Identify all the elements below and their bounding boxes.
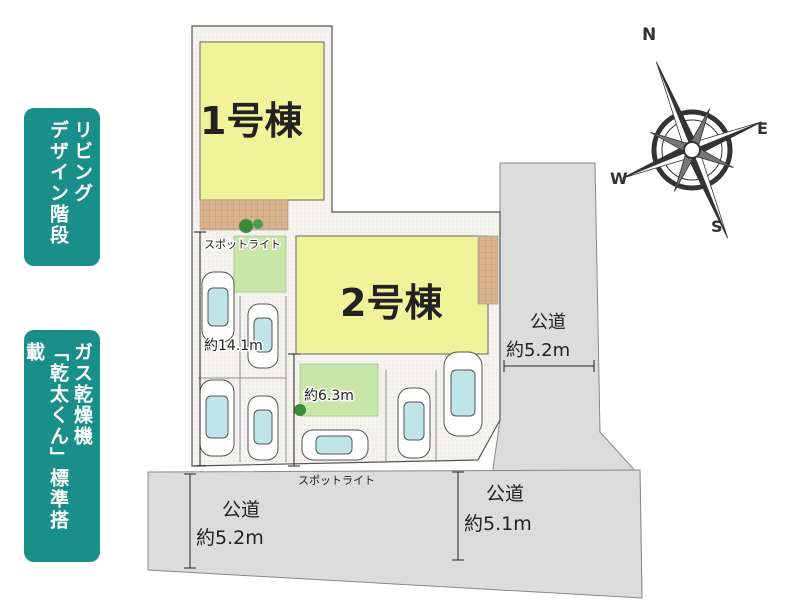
road-south-left-width: 約5.2m (196, 527, 264, 549)
badge-line: デザイン階段 (47, 120, 69, 246)
compass-e-label: E (757, 119, 768, 138)
spotlight-label-bottom: スポットライト (298, 474, 375, 487)
width-label-1: 約14.1m (204, 338, 263, 354)
compass-n-label: N (642, 25, 656, 45)
gas-dryer-badge: ガス乾燥機 「乾太くん」標準搭載 (23, 330, 100, 562)
badge-line: ガス乾燥機 (71, 342, 93, 447)
road-south-left-name: 公道 (222, 499, 260, 521)
compass-s-label: S (711, 217, 723, 236)
badge-line: 「乾太くん」標準搭載 (23, 342, 69, 531)
building-2-label: 2号棟 (340, 281, 443, 325)
road-east-width: 約5.2m (506, 340, 570, 361)
living-stairs-badge: リビング デザイン階段 (24, 108, 100, 266)
road-south-right-width: 約5.1m (464, 513, 532, 535)
badge-line: リビング (71, 120, 93, 204)
compass-w-label: W (610, 169, 628, 188)
spotlight-label-top: スポットライト (204, 238, 281, 251)
width-label-2: 約6.3m (304, 388, 354, 404)
road-south-right-name: 公道 (486, 483, 524, 505)
road-east-name: 公道 (530, 312, 566, 333)
building-1-label: 1号棟 (200, 99, 303, 143)
